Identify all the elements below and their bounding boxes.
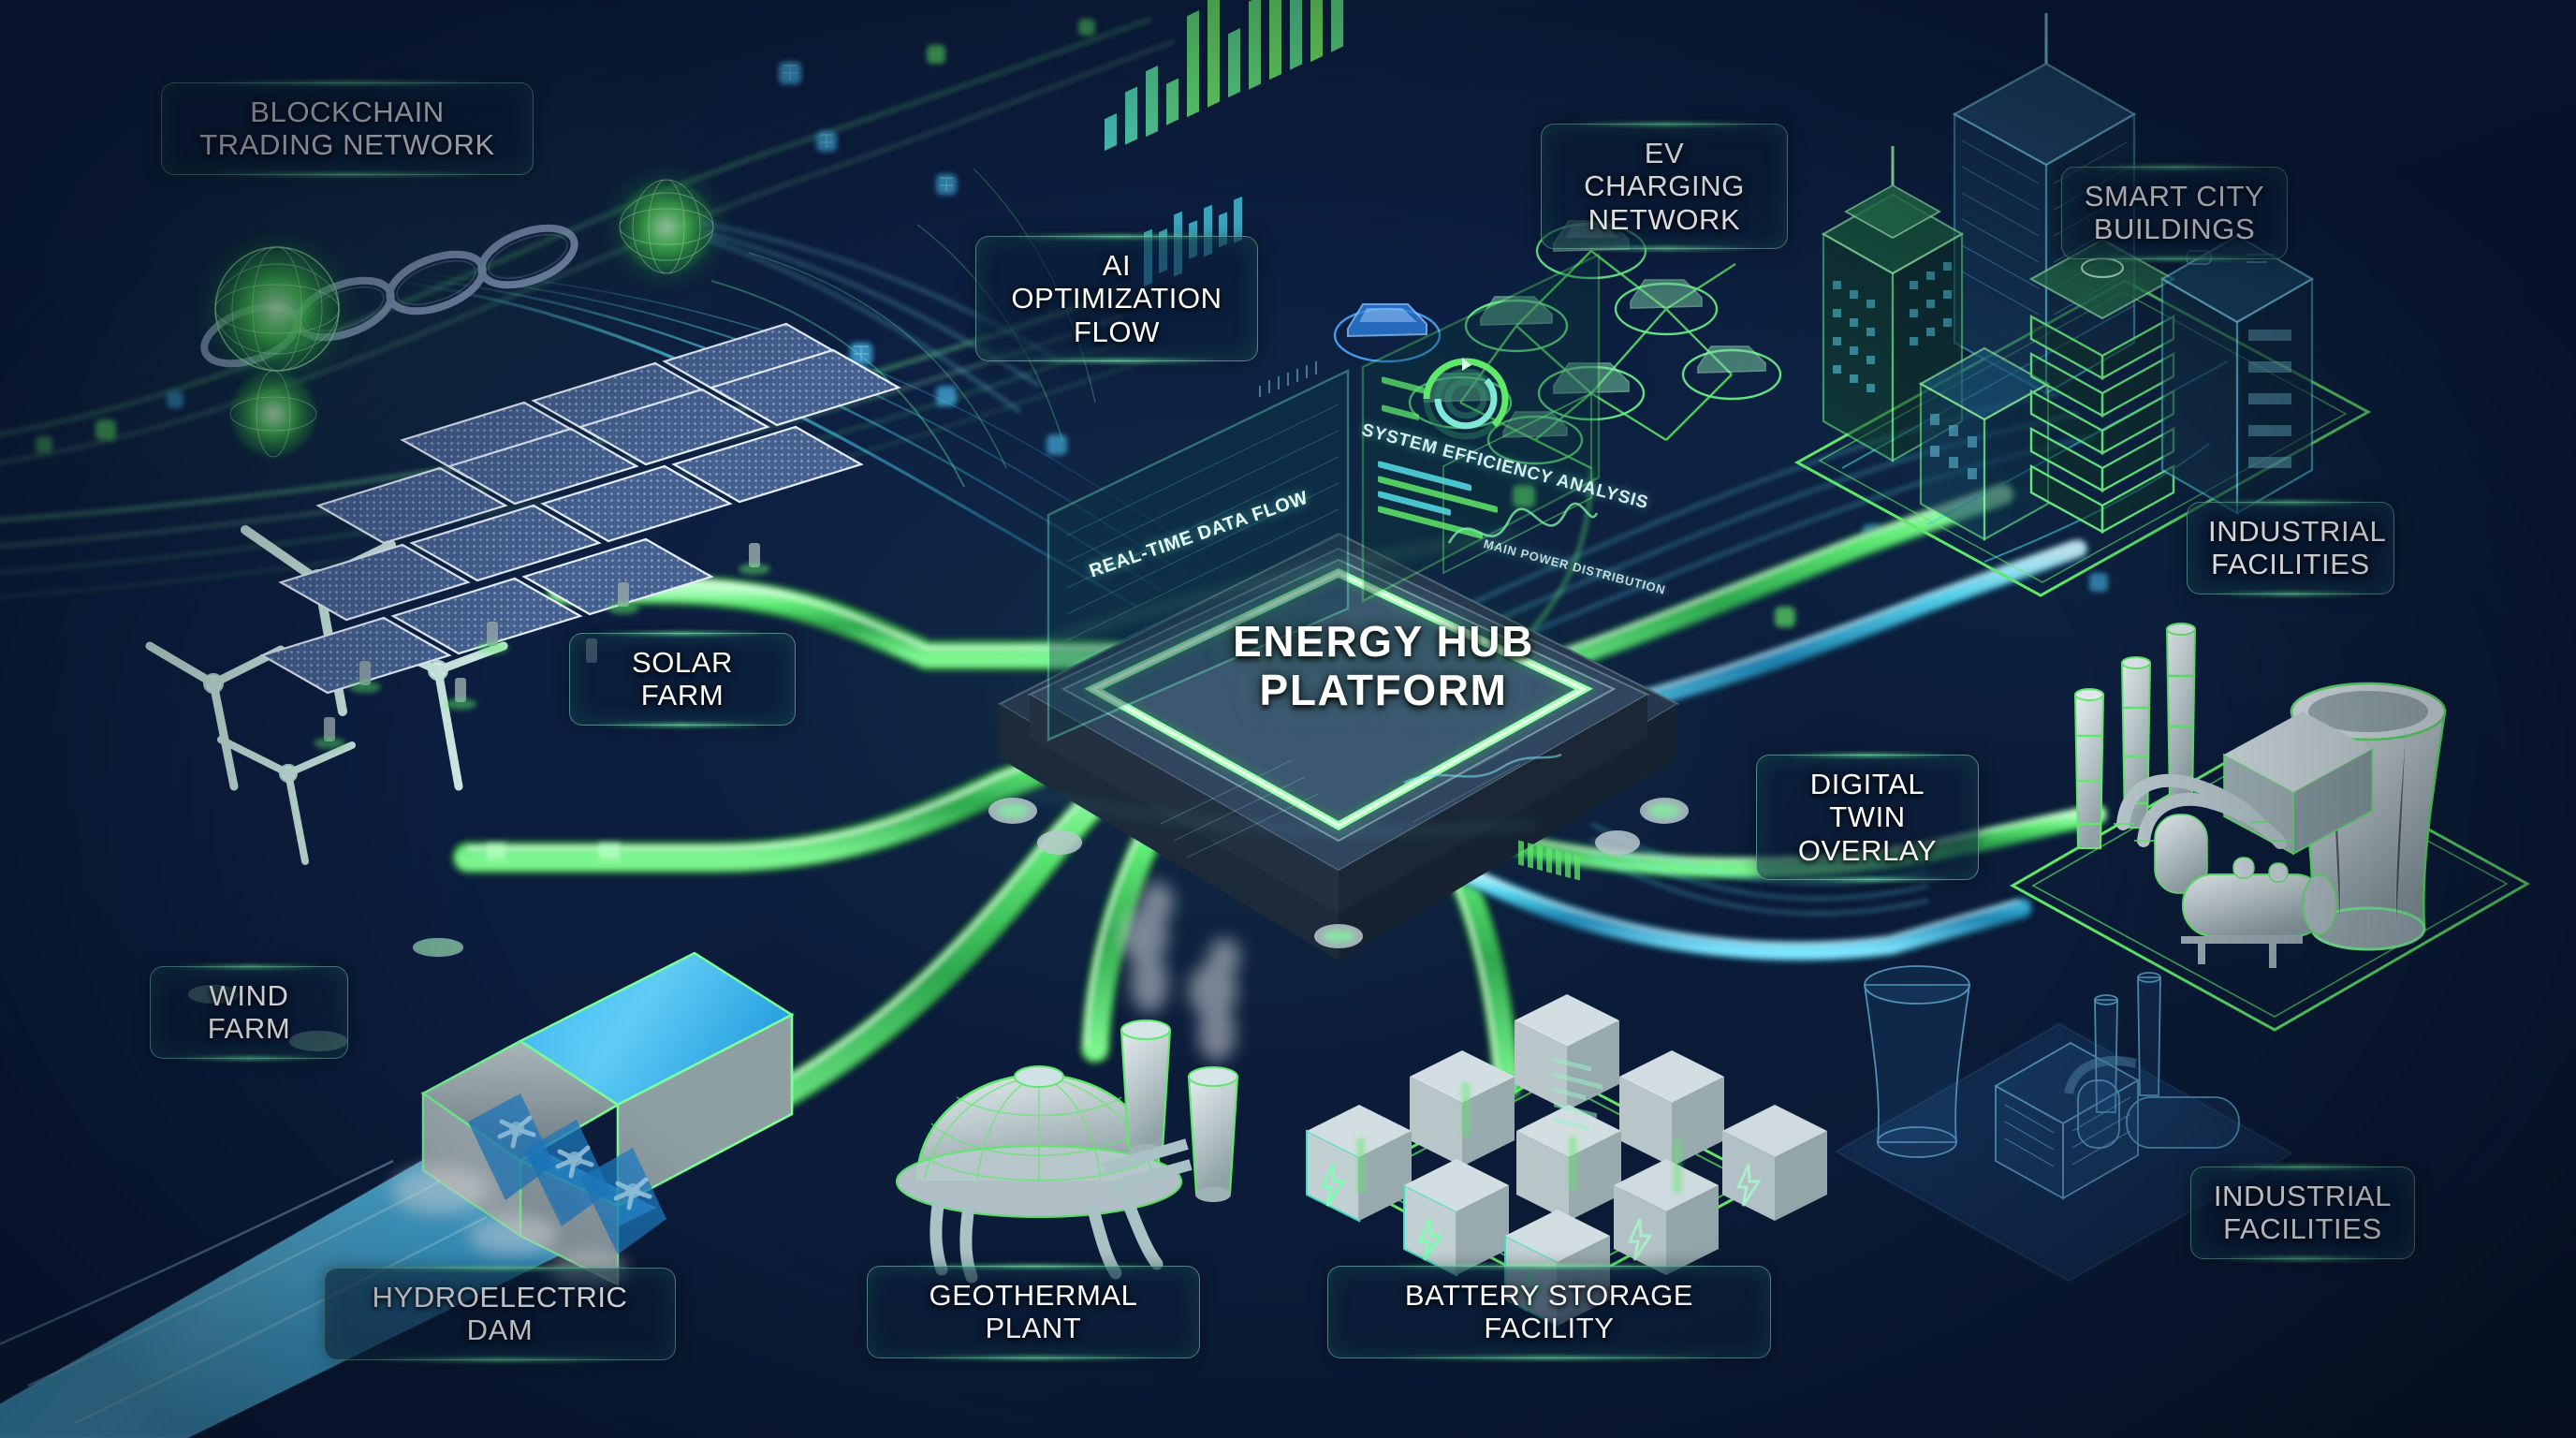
geothermal-plant-graphic	[895, 882, 1240, 1284]
ev-vehicle-highlighted	[1347, 303, 1427, 338]
city-building	[1821, 13, 2315, 541]
geothermal-plant-line1: GEOTHERMAL PLANT	[929, 1279, 1138, 1345]
holo-screen-right	[1361, 253, 1601, 881]
industrial-facilities-upper-line2: FACILITIES	[2211, 548, 2370, 581]
hydroelectric-dam-line1: HYDROELECTRIC DAM	[372, 1281, 628, 1347]
geothermal-plant[interactable]: GEOTHERMAL PLANT	[867, 1266, 1200, 1358]
ev-charging-network-line1: EV CHARGING	[1584, 137, 1745, 203]
industrial-facilities-lower-line1: INDUSTRIAL	[2213, 1180, 2393, 1212]
solar-farm-graphic	[259, 322, 901, 749]
blockchain-trading-network-line1: BLOCKCHAIN	[250, 95, 445, 128]
solar-farm-line1: SOLAR FARM	[631, 646, 734, 712]
digital-twin-overlay-line1: DIGITAL TWIN	[1809, 768, 1925, 834]
battery-storage-facility-line1: BATTERY STORAGE FACILITY	[1404, 1279, 1694, 1345]
ai-optimization-flow-line1: AI OPTIMIZATION	[1011, 249, 1222, 315]
holo-screen-right-lower	[1554, 1057, 1603, 1132]
data-node-cubes	[36, 19, 2108, 627]
smart-city-buildings-line2: BUILDINGS	[2093, 213, 2256, 246]
smart-city-buildings-line1: SMART CITY	[2084, 180, 2265, 213]
industrial-facility-graphic	[2009, 623, 2531, 1032]
energy-hub-platform[interactable]	[988, 196, 1689, 961]
ai-optimization-flow-line2: FLOW	[1074, 315, 1160, 348]
industrial-facilities-upper-line1: INDUSTRIAL	[2208, 515, 2387, 548]
wind-farm-line1: WIND FARM	[207, 979, 291, 1046]
solar-farm[interactable]: SOLAR FARM	[569, 633, 796, 726]
hydroelectric-dam[interactable]: HYDROELECTRIC DAM	[324, 1268, 676, 1360]
digital-twin-graphic	[1834, 965, 2294, 1283]
blockchain-network	[200, 169, 1059, 458]
battery-storage-facility[interactable]: BATTERY STORAGE FACILITY	[1327, 1266, 1771, 1358]
digital-twin-overlay-line2: OVERLAY	[1797, 833, 1938, 867]
ev-charging-network-line2: NETWORK	[1588, 202, 1741, 236]
blockchain-trading-network-line2: TRADING NETWORK	[199, 128, 495, 162]
realtime-bar-chart	[1105, 0, 1343, 152]
industrial-facilities-lower-line2: FACILITIES	[2223, 1212, 2382, 1246]
holo-screen-left	[1046, 0, 1350, 741]
blockchain-sphere	[229, 370, 317, 458]
hydroelectric-dam-graphic	[0, 951, 795, 1438]
wind-farm[interactable]: WIND FARM	[150, 966, 348, 1059]
